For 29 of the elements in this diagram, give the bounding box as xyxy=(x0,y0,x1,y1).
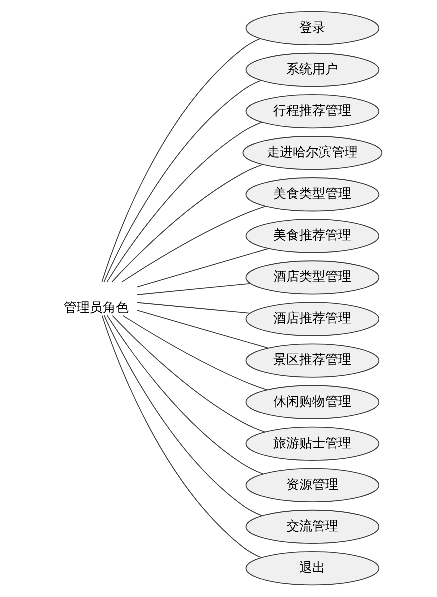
node-ellipse: 美食类型管理 xyxy=(245,178,380,212)
node-ellipse: 走进哈尔滨管理 xyxy=(242,136,382,170)
node-ellipse: 酒店推荐管理 xyxy=(245,302,380,336)
connector xyxy=(101,315,262,558)
node-ellipse: 交流管理 xyxy=(245,510,380,544)
connector xyxy=(106,122,262,283)
connector xyxy=(121,206,266,283)
node-ellipse: 美食推荐管理 xyxy=(245,219,380,254)
connector xyxy=(136,248,269,288)
connector xyxy=(103,80,262,283)
node-ellipse: 行程推荐管理 xyxy=(245,94,380,129)
node-ellipse: 登录 xyxy=(245,11,380,46)
connector xyxy=(111,164,263,283)
node-ellipse: 资源管理 xyxy=(245,468,380,503)
node-ellipse: 系统用户 xyxy=(245,52,380,88)
connector xyxy=(106,315,264,475)
node-ellipse: 酒店类型管理 xyxy=(245,260,380,295)
connector xyxy=(103,315,262,516)
connector xyxy=(136,302,250,314)
node-ellipse: 休闲购物管理 xyxy=(245,385,380,420)
node-ellipse: 退出 xyxy=(245,551,380,586)
node-text: 管理员角色 xyxy=(63,301,128,316)
connector xyxy=(101,38,260,282)
connector xyxy=(136,310,268,349)
connector xyxy=(112,315,265,433)
connector xyxy=(136,283,251,296)
node-ellipse: 旅游贴士管理 xyxy=(245,426,380,461)
connector xyxy=(122,315,268,391)
node-ellipse: 景区推荐管理 xyxy=(245,344,380,378)
